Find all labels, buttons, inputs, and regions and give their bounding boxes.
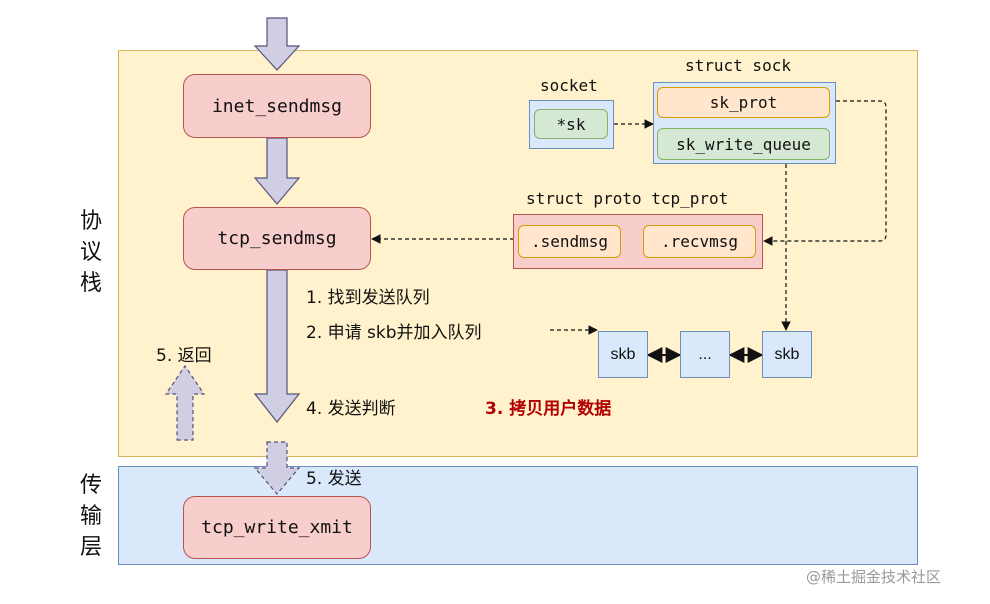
recvmsg-field: .recvmsg [643,225,756,258]
struct-sock-title: struct sock [685,56,791,75]
tcp-sendmsg-node: tcp_sendmsg [183,207,371,270]
skb-node-last: skb [762,331,812,378]
inet-sendmsg-node: inet_sendmsg [183,74,371,138]
tcp-write-xmit-node: tcp_write_xmit [183,496,371,559]
send-dashed-block-arrow [253,441,301,495]
transport-layer-label: 传输层 [79,473,102,560]
inet-to-tcp-block-arrow [253,137,301,205]
step-find-queue: 1. 找到发送队列 [306,288,430,308]
skb-node-ellipsis: ... [680,331,730,378]
step-alloc-skb: 2. 申请 skb并加入队列 [306,323,482,343]
sk-write-queue-field: sk_write_queue [657,128,830,160]
step-copy-data: 3. 拷贝用户数据 [485,399,612,419]
socket-title: socket [540,76,598,95]
tcp-sendmsg-down-block-arrow [253,269,301,423]
sk-prot-field: sk_prot [657,87,830,118]
protocol-stack-label: 协议栈 [79,209,102,296]
return-dashed-block-arrow [164,364,206,441]
sk-pointer-field: *sk [534,109,608,139]
step-send: 5. 发送 [306,469,362,489]
struct-proto-title: struct proto tcp_prot [526,189,729,208]
skb-node-first: skb [598,331,648,378]
step-return: 5. 返回 [156,346,212,366]
step-send-check: 4. 发送判断 [306,399,396,419]
sendmsg-field: .sendmsg [518,225,621,258]
entry-block-arrow [253,17,301,71]
watermark: @稀土掘金技术社区 [806,568,942,586]
